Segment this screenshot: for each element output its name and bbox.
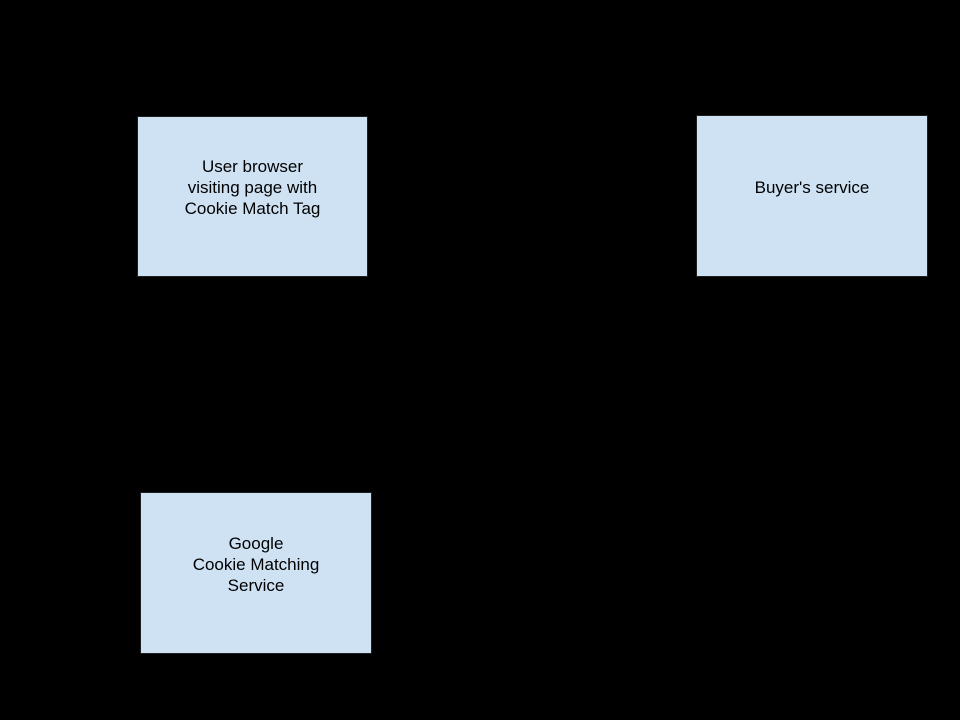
node-label-line: Buyer's service [754, 177, 870, 197]
node-label-line: User browser [201, 157, 304, 176]
node-user-browser: User browser visiting page with Cookie M… [137, 116, 368, 277]
node-user-browser-label: User browser visiting page with Cookie M… [185, 156, 321, 219]
node-label-line: Cookie Match Tag [184, 199, 321, 218]
node-label-line: Service [227, 575, 285, 595]
node-buyers-service-label: Buyer's service [755, 177, 870, 198]
node-google-cookie-matching-service-label: Google Cookie Matching Service [193, 533, 320, 596]
node-label-line: Cookie Matching [192, 554, 320, 574]
node-label-line: Google [228, 533, 284, 553]
node-label-line: visiting page with [187, 178, 318, 197]
node-buyers-service: Buyer's service [696, 115, 928, 277]
node-google-cookie-matching-service: Google Cookie Matching Service [140, 492, 372, 654]
